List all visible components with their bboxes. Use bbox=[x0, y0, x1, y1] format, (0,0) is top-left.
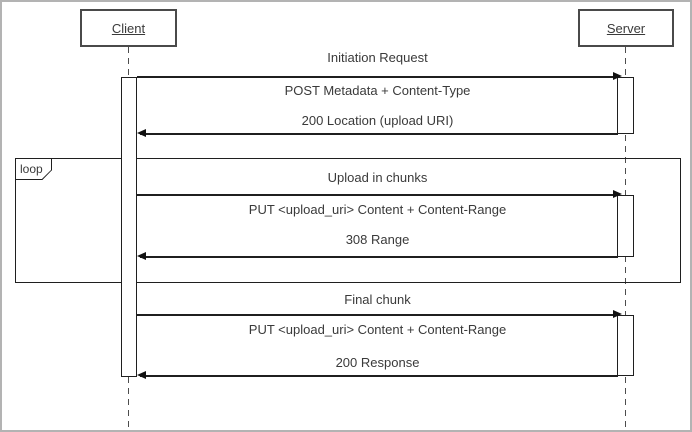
arrowhead-left-icon bbox=[137, 129, 146, 137]
loop-fragment bbox=[15, 158, 681, 283]
request-arrow-2 bbox=[137, 194, 618, 196]
client-actor-label: Client bbox=[111, 20, 146, 36]
arrowhead-left-icon bbox=[137, 371, 146, 379]
response-arrow-1 bbox=[140, 133, 618, 135]
client-actor-box: Client bbox=[80, 9, 177, 47]
response-arrow-3 bbox=[140, 375, 618, 377]
server-activation-bar-2 bbox=[617, 195, 634, 257]
request-arrow-3 bbox=[137, 314, 618, 316]
message-label-request-2: PUT <upload_uri> Content + Content-Range bbox=[248, 202, 507, 217]
arrowhead-left-icon bbox=[137, 252, 146, 260]
message-label-response-2: 308 Range bbox=[345, 232, 410, 247]
section-title-chunks: Upload in chunks bbox=[327, 170, 428, 185]
arrowhead-right-icon bbox=[613, 310, 622, 318]
server-actor-label: Server bbox=[606, 20, 646, 36]
loop-operator-tag: loop bbox=[15, 158, 52, 180]
request-arrow-1 bbox=[137, 76, 618, 78]
message-label-response-1: 200 Location (upload URI) bbox=[301, 113, 454, 128]
section-title-initiation: Initiation Request bbox=[327, 50, 428, 65]
message-label-response-3: 200 Response bbox=[335, 355, 420, 370]
section-title-final: Final chunk bbox=[344, 292, 411, 307]
response-arrow-2 bbox=[140, 256, 618, 258]
message-label-request-1: POST Metadata + Content-Type bbox=[284, 83, 471, 98]
arrowhead-right-icon bbox=[613, 190, 622, 198]
server-activation-bar-1 bbox=[617, 77, 634, 134]
client-activation-bar bbox=[121, 77, 137, 377]
server-activation-bar-3 bbox=[617, 315, 634, 376]
arrowhead-right-icon bbox=[613, 72, 622, 80]
server-actor-box: Server bbox=[578, 9, 674, 47]
loop-operator-label: loop bbox=[16, 159, 51, 179]
message-label-request-3: PUT <upload_uri> Content + Content-Range bbox=[248, 322, 507, 337]
